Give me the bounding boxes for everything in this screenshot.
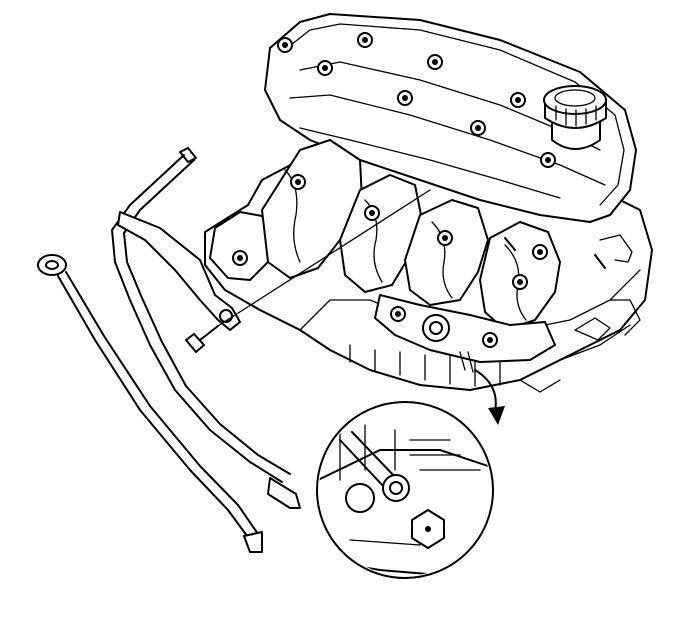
valve-cover-bolt: [397, 90, 413, 106]
exhaust-manifold: [209, 139, 606, 373]
valve-cover-bolt: [540, 152, 556, 168]
valve-cover-bolt: [277, 37, 293, 53]
valve-cover-bolt: [317, 60, 333, 76]
valve-cover: [264, 13, 637, 223]
tube-bracket: [117, 211, 241, 331]
valve-cover-bolt: [510, 92, 526, 108]
valve-cover-bolt: [470, 120, 486, 136]
callout-arrow: [474, 369, 505, 425]
oil-fill-cap: [543, 85, 607, 150]
valve-cover-bolt: [427, 54, 443, 70]
bracket-bolt: [185, 189, 431, 353]
oil-level-indicator: [37, 254, 263, 553]
valve-cover-bolt: [357, 32, 373, 48]
detail-callout: [316, 401, 494, 579]
